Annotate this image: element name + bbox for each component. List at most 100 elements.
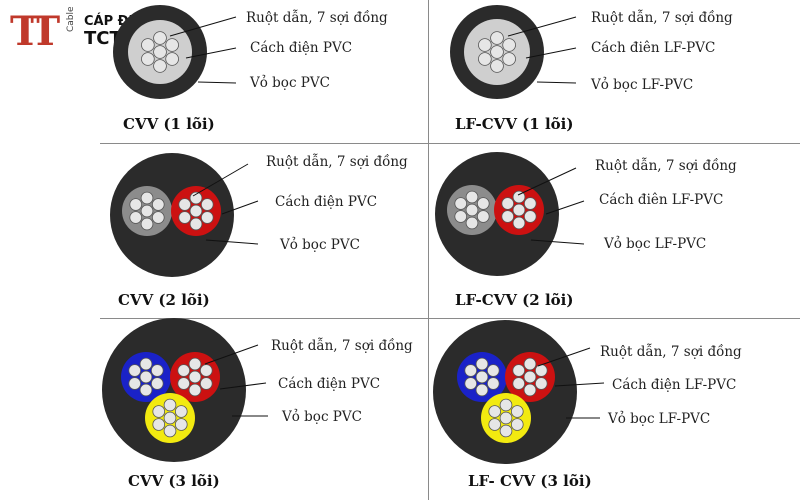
copper-strand: [475, 370, 489, 384]
leader-line: [221, 200, 259, 215]
copper-strand: [139, 357, 153, 371]
panel-title: CVV (3 lõi): [128, 472, 220, 490]
copper-strand: [502, 38, 516, 52]
leader-line: [530, 239, 585, 245]
copper-strand: [165, 38, 179, 52]
conductor-7-strands: [501, 190, 537, 230]
leader-line: [169, 16, 237, 37]
leader-line: [197, 81, 237, 84]
copper-strand: [163, 424, 177, 438]
copper-strand: [464, 364, 478, 377]
copper-strand: [163, 411, 177, 425]
copper-strand: [153, 45, 167, 59]
panel-title: CVV (1 lõi): [123, 115, 215, 133]
copper-strand: [534, 377, 548, 390]
copper-strand: [163, 398, 177, 412]
copper-strand: [523, 210, 537, 223]
copper-strand: [465, 203, 479, 217]
copper-strand: [486, 364, 500, 377]
label-sheath: Vỏ bọc LF-PVC: [590, 77, 693, 93]
logo-mark: TT: [10, 8, 60, 55]
copper-strand: [188, 383, 202, 397]
horizontal-divider-2: [100, 318, 800, 319]
leader-line: [537, 347, 591, 367]
label-insulation: Cách điện PVC: [278, 376, 380, 392]
leader-line: [507, 16, 577, 37]
label-conductor: Ruột dẫn, 7 sợi đồng: [591, 10, 733, 26]
copper-strand: [523, 357, 537, 371]
panel-cvv-1-core: Ruột dẫn, 7 sợi đồng Cách điện PVC Vỏ bọ…: [113, 5, 388, 133]
copper-strand: [512, 377, 526, 390]
copper-strand: [199, 377, 213, 390]
copper-strand: [454, 197, 468, 210]
copper-strand: [465, 216, 479, 230]
label-sheath: Vỏ bọc PVC: [279, 237, 360, 253]
copper-strand: [141, 38, 155, 52]
copper-strand: [189, 217, 203, 231]
copper-strand: [188, 370, 202, 384]
copper-strand: [475, 357, 489, 371]
label-conductor: Ruột dẫn, 7 sợi đồng: [271, 338, 413, 354]
copper-strand: [476, 197, 490, 210]
copper-strand: [501, 210, 515, 223]
copper-strand: [189, 204, 203, 218]
label-insulation: Cách điện LF-PVC: [612, 377, 736, 393]
copper-strand: [499, 411, 513, 425]
label-sheath: Vỏ bọc LF-PVC: [607, 411, 710, 427]
copper-strand: [174, 418, 188, 431]
copper-strand: [152, 418, 166, 431]
copper-strand: [139, 370, 153, 384]
label-insulation: Cách điện PVC: [250, 40, 352, 56]
leader-line: [192, 163, 249, 197]
copper-strand: [475, 383, 489, 397]
panel-title: LF-CVV (1 lõi): [455, 115, 573, 133]
copper-strand: [139, 383, 153, 397]
conductor-7-strands: [152, 398, 188, 438]
panel-cvv-3-core: Ruột dẫn, 7 sợi đồng Cách điện PVC Vỏ bọ…: [102, 318, 413, 490]
copper-strand: [512, 203, 526, 217]
leader-line: [554, 382, 605, 387]
conductor-7-strands: [141, 31, 179, 73]
conductor-7-strands: [177, 357, 213, 397]
label-conductor: Ruột dẫn, 7 sợi đồng: [595, 158, 737, 174]
copper-strand: [150, 377, 164, 390]
copper-strand: [478, 38, 492, 52]
copper-strand: [129, 211, 143, 224]
leader-line: [205, 239, 259, 245]
copper-strand: [512, 364, 526, 377]
copper-strand: [490, 59, 504, 73]
label-sheath: Vỏ bọc PVC: [249, 75, 330, 91]
leader-line: [219, 382, 267, 390]
copper-strand: [499, 424, 513, 438]
leader-line: [185, 47, 237, 59]
leader-line: [525, 47, 577, 59]
horizontal-divider-1: [100, 143, 800, 144]
copper-strand: [512, 216, 526, 230]
copper-strand: [151, 211, 165, 224]
copper-strand: [128, 364, 142, 377]
label-sheath: Vỏ bọc LF-PVC: [603, 236, 706, 252]
label-insulation: Cách điên LF-PVC: [591, 40, 715, 56]
label-insulation: Cách điên LF-PVC: [599, 192, 723, 208]
copper-strand: [534, 364, 548, 377]
copper-strand: [153, 31, 167, 45]
panel-title: LF-CVV (2 lõi): [455, 291, 573, 309]
copper-strand: [465, 190, 479, 204]
copper-strand: [200, 198, 214, 211]
panel-lf-cvv-3-core: Ruột dẫn, 7 sợi đồng Cách điện LF-PVC Vỏ…: [433, 320, 742, 490]
copper-strand: [512, 190, 526, 204]
conductor-7-strands: [454, 190, 490, 230]
copper-strand: [178, 211, 192, 224]
copper-strand: [152, 405, 166, 418]
copper-strand: [501, 197, 515, 210]
copper-strand: [199, 364, 213, 377]
copper-strand: [523, 197, 537, 210]
panel-cvv-2-core: Ruột dẫn, 7 sợi đồng Cách điện PVC Vỏ bọ…: [110, 153, 408, 309]
panel-lf-cvv-2-core: Ruột dẫn, 7 sợi đồng Cách điên LF-PVC Vỏ…: [435, 152, 737, 309]
conductor-7-strands: [178, 191, 214, 231]
copper-strand: [141, 52, 155, 66]
copper-strand: [178, 198, 192, 211]
label-conductor: Ruột dẫn, 7 sợi đồng: [246, 10, 388, 26]
copper-strand: [499, 398, 513, 412]
